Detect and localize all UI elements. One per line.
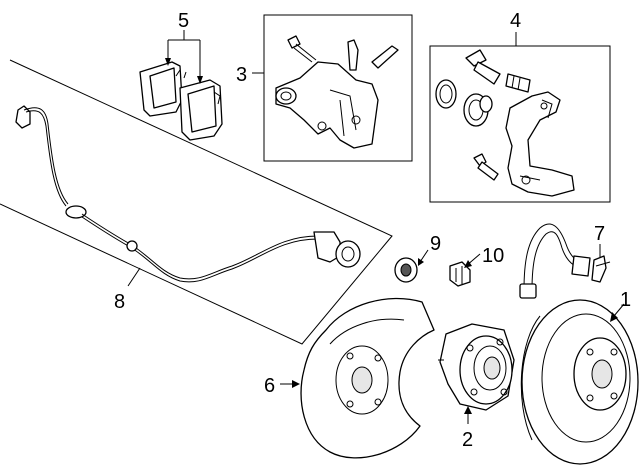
brake-pads: [139, 61, 223, 141]
cap: [394, 257, 418, 283]
hose-fitting: [591, 255, 611, 283]
callout-5[interactable]: 5: [178, 10, 189, 32]
callout-10[interactable]: 10: [482, 245, 504, 267]
callout-2[interactable]: 2: [462, 429, 473, 451]
callout-3[interactable]: 3: [236, 64, 247, 86]
sensor-panel: [0, 59, 393, 345]
callout-7[interactable]: 7: [594, 223, 605, 245]
repair-kit-box: [429, 45, 611, 203]
brake-caliper-assembly: [275, 35, 399, 149]
callout-9[interactable]: 9: [430, 233, 441, 255]
callout-5-leaders: [165, 30, 203, 84]
callout-8[interactable]: 8: [114, 291, 125, 313]
clip: [449, 261, 471, 287]
caliper-repair-kit: [435, 49, 575, 197]
abs-sensor: [15, 105, 361, 283]
brake-rotor: [520, 299, 639, 465]
callout-4[interactable]: 4: [510, 10, 521, 32]
callout-6[interactable]: 6: [264, 375, 275, 397]
wheel-hub: [438, 323, 515, 411]
caliper-box: [263, 14, 413, 162]
callout-1[interactable]: 1: [620, 289, 631, 311]
brake-hose: [519, 223, 591, 299]
splash-shield: [300, 297, 435, 459]
